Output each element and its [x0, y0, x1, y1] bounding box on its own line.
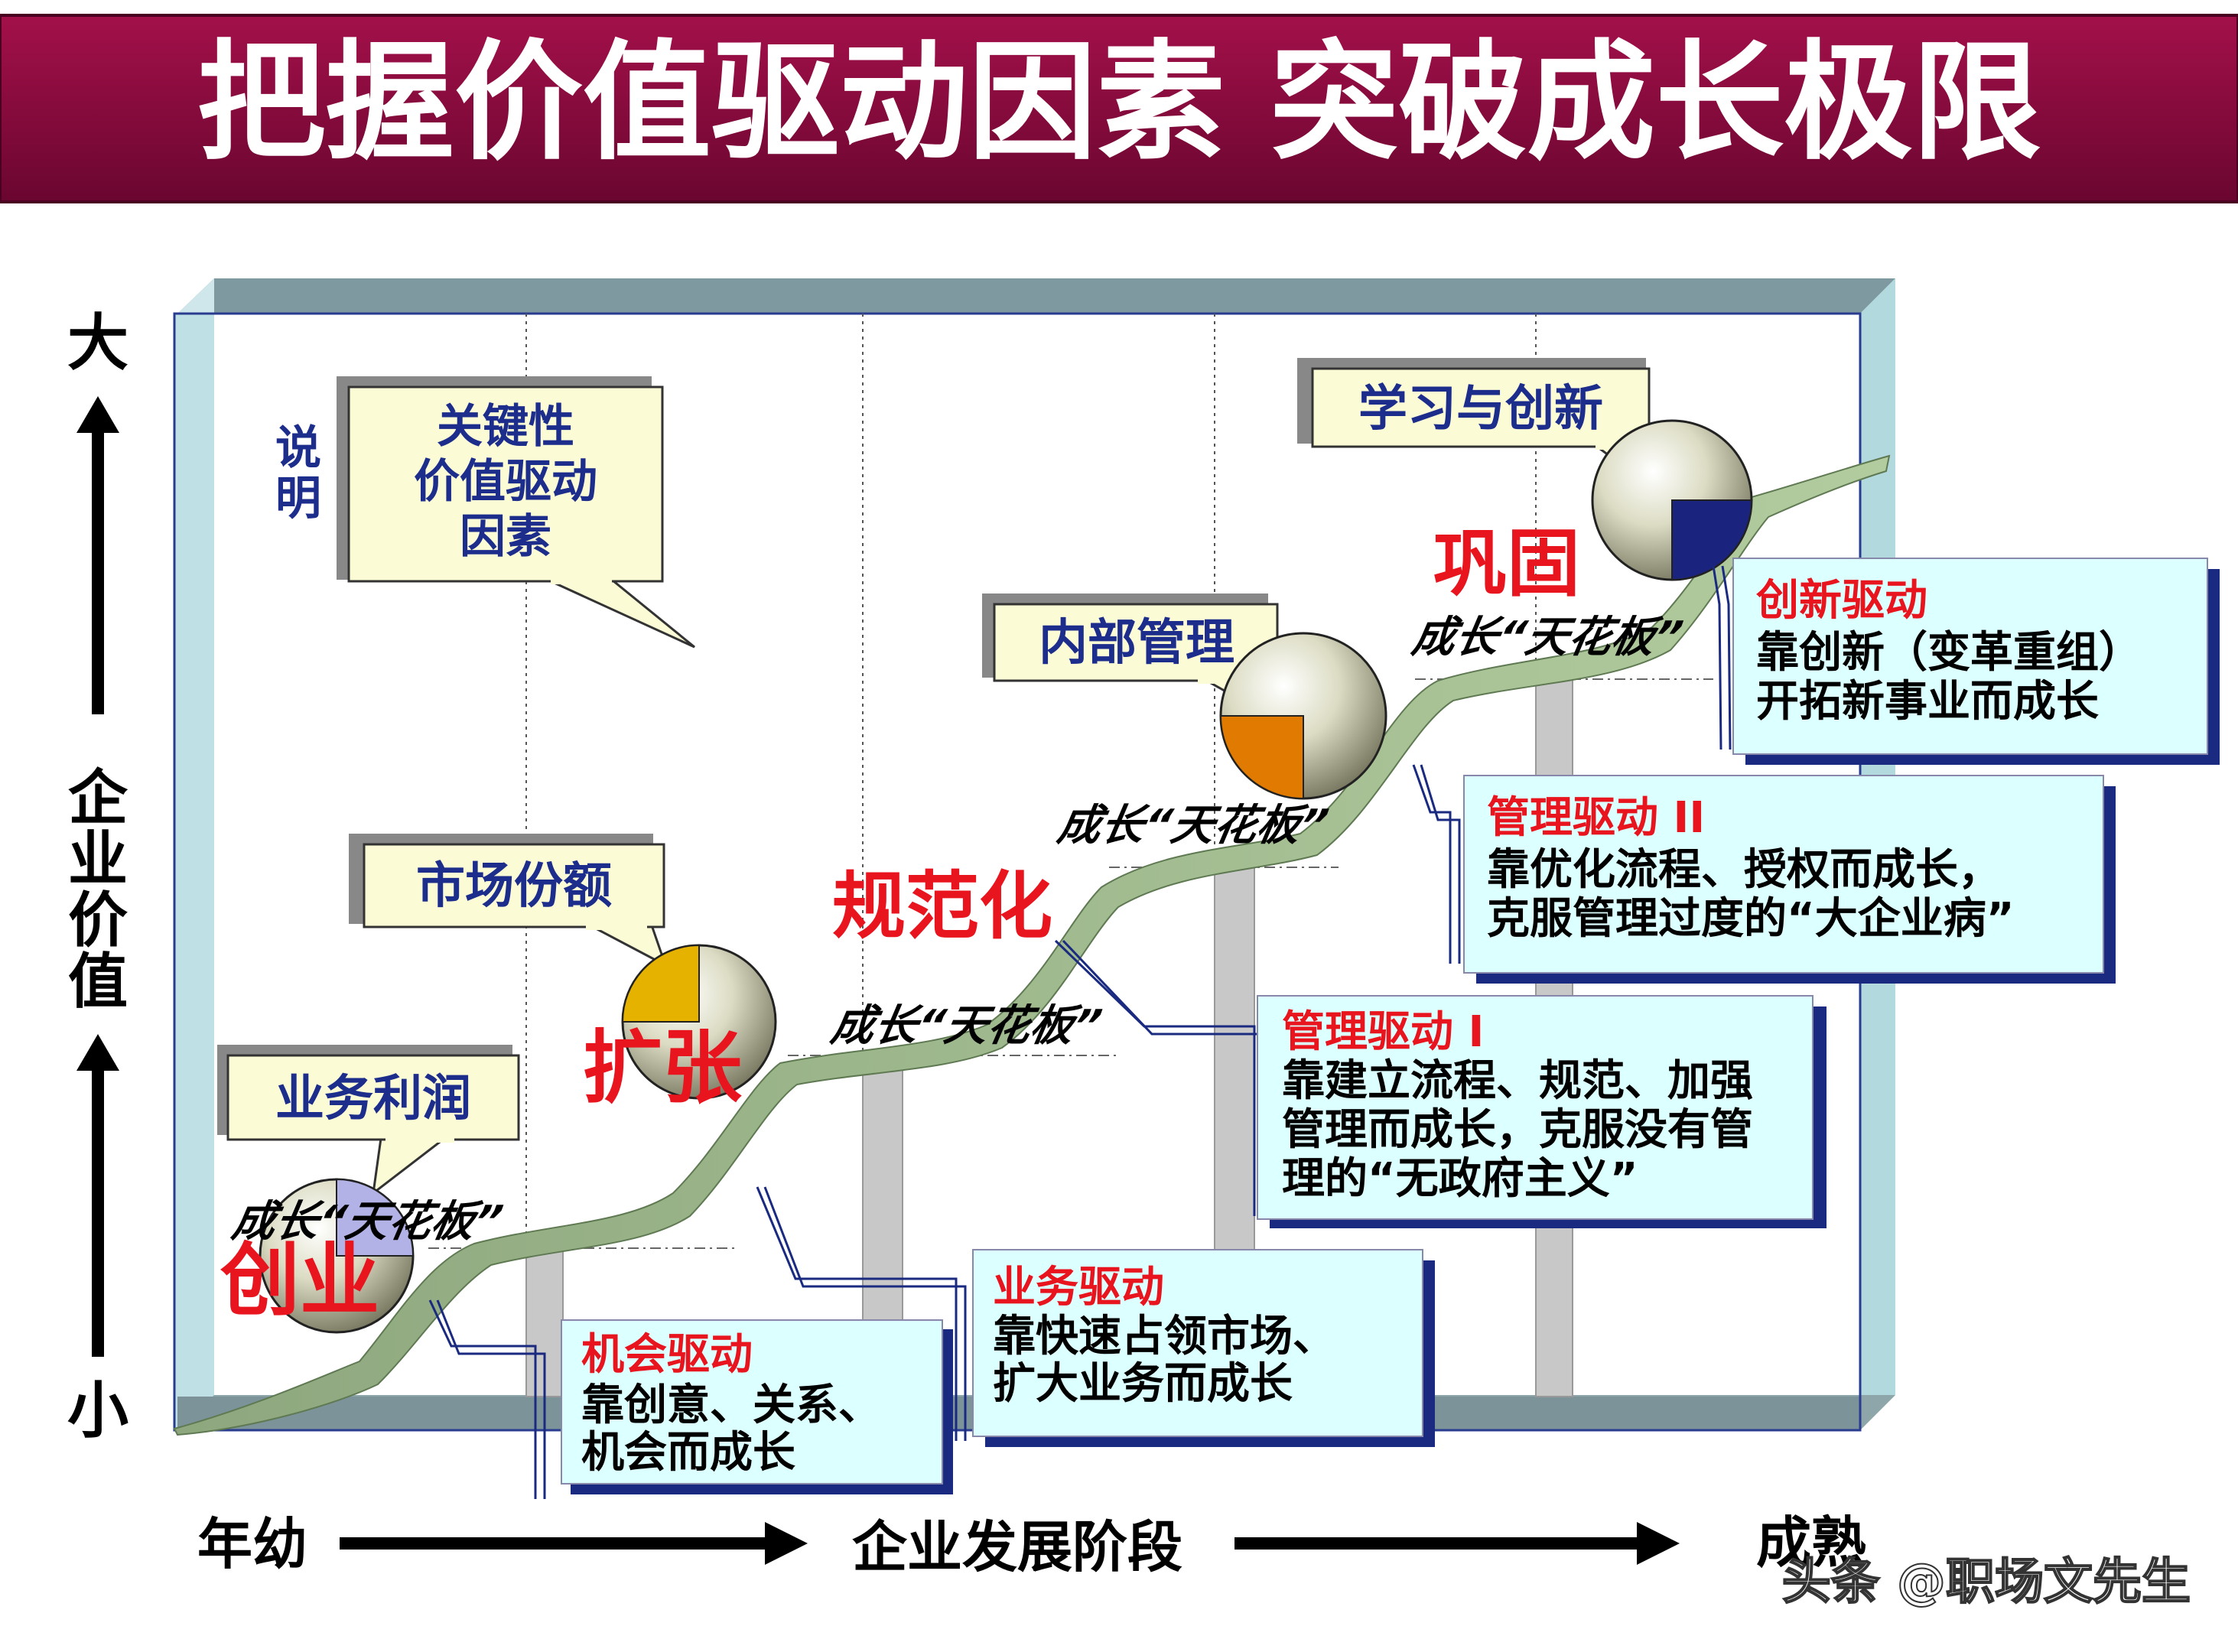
- driver-innovation-line-2: 开拓新事业而成长: [1756, 677, 2099, 727]
- pie-quarter-orange-icon: [1219, 632, 1387, 800]
- driver-management-2-line-1: 靠优化流程、授权而成长，: [1487, 845, 2001, 895]
- y-axis-top-label: 大: [67, 307, 128, 379]
- stage-standardization: 内部管理 规范化: [832, 593, 1387, 949]
- stage-startup-callout: 业务利润: [275, 1071, 471, 1127]
- driver-box-management-1: 管理驱动 I 靠建立流程、规范、加强 管理而成长，克服没有管 理的“无政府主义”: [1257, 995, 1827, 1228]
- ceiling-label-1: 成长“天花板”: [229, 1197, 506, 1247]
- driver-box-business: 业务驱动 靠快速占领市场、 扩大业务而成长: [972, 1249, 1435, 1447]
- stage-standardization-callout: 内部管理: [1039, 615, 1234, 672]
- driver-opportunity-line-2: 机会而成长: [581, 1428, 795, 1478]
- driver-management-2-line-2: 克服管理过度的“大企业病”: [1487, 894, 2015, 944]
- pie-quarter-lavender-icon: [259, 1178, 415, 1334]
- driver-box-innovation: 创新驱动 靠创新（变革重组） 开拓新事业而成长: [1732, 558, 2220, 765]
- ceiling-label-3: 成长“天花板”: [1054, 801, 1332, 850]
- driver-box-opportunity: 机会驱动 靠创意、关系、 机会而成长: [561, 1319, 953, 1494]
- pie-quarter-gold-icon: [621, 944, 777, 1100]
- page-title: 把握价值驱动因素 突破成长极限: [197, 28, 2041, 177]
- driver-innovation-title: 创新驱动: [1756, 576, 1927, 626]
- x-axis: 年幼 企业发展阶段 成熟: [197, 1511, 1866, 1579]
- driver-management-1-title: 管理驱动 I: [1282, 1007, 1484, 1057]
- stage-expansion-name: 扩张: [583, 1021, 742, 1114]
- driver-management-1-line-2: 管理而成长，克服没有管: [1282, 1105, 1753, 1155]
- svg-text:说明: 说明: [275, 421, 321, 525]
- driver-management-1-line-3: 理的“无政府主义”: [1282, 1154, 1638, 1204]
- y-axis-label: 企业价值: [68, 764, 128, 1016]
- x-axis-center-label: 企业发展阶段: [852, 1515, 1182, 1579]
- legend-tag: 说明: [275, 421, 321, 525]
- x-axis-right-label: 成熟: [1756, 1511, 1866, 1575]
- driver-management-1-line-1: 靠建立流程、规范、加强: [1282, 1056, 1753, 1106]
- pie-quarter-navy-icon: [1591, 419, 1753, 581]
- driver-innovation-line-1: 靠创新（变革重组）: [1756, 628, 2142, 678]
- title-bar: 把握价值驱动因素 突破成长极限: [0, 14, 2238, 203]
- stage-consolidation-callout: 学习与创新: [1358, 381, 1603, 437]
- stage-expansion-callout: 市场份额: [416, 858, 612, 915]
- stage-startup: 业务利润 创业: [217, 1045, 520, 1334]
- y-axis: 大 企业价值 小: [67, 307, 128, 1446]
- ceiling-label-4: 成长“天花板”: [1408, 613, 1686, 662]
- stage-consolidation: 学习与创新 巩固: [1297, 358, 1753, 606]
- stage-standardization-name: 规范化: [832, 863, 1052, 949]
- driver-management-2-title: 管理驱动 II: [1487, 793, 1705, 843]
- legend: 说明 关键性价值驱动因素: [275, 376, 695, 649]
- driver-connectors: [428, 565, 1732, 1499]
- stage-expansion: 市场份额 扩张: [349, 834, 777, 1114]
- x-axis-left-label: 年幼: [197, 1512, 307, 1576]
- driver-opportunity-line-1: 靠创意、关系、: [581, 1380, 881, 1430]
- watermark: 头条 @职场文先生: [1782, 1554, 2191, 1611]
- svg-text:企业价值: 企业价值: [68, 764, 128, 1016]
- y-axis-bottom-label: 小: [67, 1375, 128, 1446]
- driver-opportunity-title: 机会驱动: [581, 1330, 753, 1380]
- driver-business-line-1: 靠快速占领市场、: [993, 1312, 1335, 1361]
- driver-business-line-2: 扩大业务而成长: [993, 1359, 1293, 1409]
- stage-consolidation-name: 巩固: [1433, 521, 1580, 606]
- driver-box-management-2: 管理驱动 II 靠优化流程、授权而成长， 克服管理过度的“大企业病”: [1463, 775, 2116, 984]
- ceiling-labels: 成长“天花板” 成长“天花板” 成长“天花板” 成长“天花板”: [229, 613, 1687, 1247]
- ceiling-label-2: 成长“天花板”: [828, 1001, 1105, 1051]
- legend-label: 关键性价值驱动因素: [414, 400, 597, 564]
- stage-startup-name: 创业: [220, 1234, 379, 1327]
- driver-business-title: 业务驱动: [993, 1263, 1164, 1312]
